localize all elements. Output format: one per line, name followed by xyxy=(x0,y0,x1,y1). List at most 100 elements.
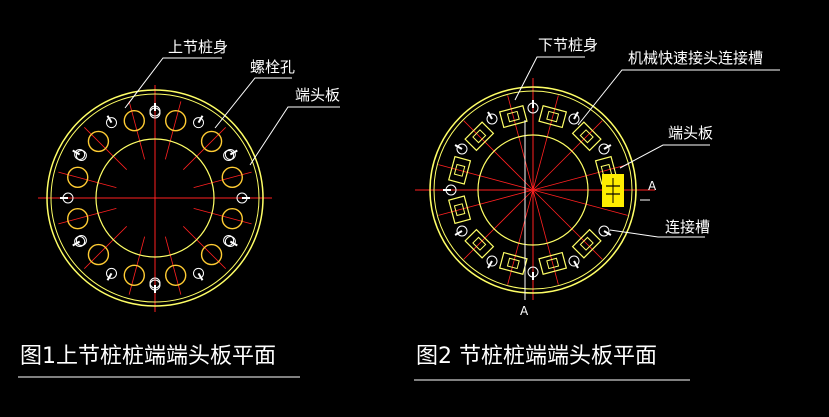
connect-slot xyxy=(464,228,495,259)
connect-slot-outline xyxy=(571,121,602,152)
connect-slot xyxy=(538,251,568,275)
caption-figure2: 图2 节桩桩端端头板平面 xyxy=(416,344,657,369)
connect-slot-inner xyxy=(472,129,487,144)
connect-slot-outline xyxy=(448,195,472,225)
bolt-hole xyxy=(87,243,110,266)
keyhole-slot xyxy=(573,260,579,269)
radial-centerline xyxy=(532,95,559,191)
connect-slot-outline xyxy=(448,155,472,185)
keyhole xyxy=(456,225,468,237)
connect-slot xyxy=(538,105,568,129)
bolt-hole xyxy=(200,243,223,266)
bolt-hole xyxy=(67,166,89,188)
connect-slot xyxy=(464,121,495,152)
keyhole xyxy=(568,255,580,267)
keyhole xyxy=(486,113,498,125)
bolt-hole xyxy=(123,110,145,132)
keyhole-slot xyxy=(229,240,238,247)
keyhole-slot xyxy=(72,149,81,156)
leader-end-plate-1 xyxy=(249,106,340,166)
figure1-end-plate-outline xyxy=(50,93,260,303)
section-mark-right: A xyxy=(648,179,657,193)
keyhole xyxy=(224,149,236,160)
label-connect-slot: 连接槽 xyxy=(665,218,710,236)
connect-slot xyxy=(571,228,602,259)
leader-lower-pile-body xyxy=(514,56,585,101)
keyhole xyxy=(74,236,86,247)
radial-centerline xyxy=(532,120,603,191)
connect-slot xyxy=(448,155,472,185)
bolt-hole xyxy=(123,264,145,286)
radial-centerline xyxy=(532,189,603,260)
keyhole-slot xyxy=(603,144,612,150)
bolt-hole xyxy=(200,130,223,153)
bolt-hole xyxy=(165,264,187,286)
keyhole-slot xyxy=(487,111,493,120)
keyhole xyxy=(106,267,117,279)
keyhole xyxy=(223,235,235,246)
keyhole xyxy=(456,143,468,155)
connect-slot-inner xyxy=(506,257,520,270)
keyhole xyxy=(598,143,610,155)
keyhole xyxy=(224,236,236,247)
figure2-end-plate-outline xyxy=(433,90,633,290)
keyhole xyxy=(598,225,610,237)
keyhole xyxy=(75,235,87,246)
label-lower-pile-body: 下节桩身 xyxy=(538,36,598,54)
keyhole-slot xyxy=(573,111,579,120)
label-bolt-hole: 螺栓孔 xyxy=(250,58,295,76)
bolt-hole xyxy=(221,166,243,188)
connect-slot-outline xyxy=(538,251,568,275)
figure2-centerlines xyxy=(415,78,655,300)
caption-figure1: 图1上节桩桩端端头板平面 xyxy=(20,344,276,369)
keyhole-slot xyxy=(454,230,463,236)
figure1-bolt-holes xyxy=(67,110,243,286)
keyhole-slot xyxy=(229,149,238,156)
radial-centerline xyxy=(532,189,628,216)
connect-slot-outline xyxy=(464,121,495,152)
connect-slot-outline xyxy=(538,105,568,129)
label-end-plate-1: 端头板 xyxy=(295,86,340,104)
keyhole xyxy=(486,255,498,267)
section-mark-bottom: A xyxy=(520,304,529,318)
figure1-keyholes xyxy=(60,103,250,293)
connect-slot-inner xyxy=(453,163,466,177)
radial-centerline xyxy=(438,189,534,216)
radial-centerline xyxy=(507,189,534,285)
connect-slot-inner xyxy=(546,257,560,270)
bolt-hole xyxy=(87,130,110,153)
figure1: 上节桩身 螺栓孔 端头板 图1上节桩桩端端头板平面 xyxy=(18,38,340,378)
connect-slot-outline xyxy=(498,105,528,129)
figure2: A A 下节桩身 机械快速接头连接槽 端头板 连接槽 图2 节桩桩端端头板平面 xyxy=(414,36,780,381)
keyhole-slot xyxy=(106,272,113,281)
keyhole-slot xyxy=(197,115,204,124)
connect-slot-inner xyxy=(579,236,594,251)
radial-centerline xyxy=(463,120,534,191)
keyhole-slot xyxy=(603,230,612,236)
figure2-outer-ring xyxy=(429,86,637,294)
radial-centerline xyxy=(532,189,559,285)
bolt-hole xyxy=(221,208,243,230)
connect-slot xyxy=(498,105,528,129)
bolt-hole xyxy=(67,208,89,230)
keyhole xyxy=(193,117,204,129)
radial-centerline xyxy=(438,164,534,191)
keyhole-slot xyxy=(454,144,463,150)
radial-centerline xyxy=(507,95,534,191)
leader-upper-pile-body xyxy=(124,57,222,109)
connect-slot xyxy=(448,195,472,225)
leader-end-plate-2 xyxy=(619,144,710,169)
keyhole-slot xyxy=(487,260,493,269)
connect-slot-inner xyxy=(472,236,487,251)
leader-bolt-hole xyxy=(214,77,292,129)
keyhole-slot xyxy=(72,240,81,247)
keyhole xyxy=(106,117,117,129)
connect-slot xyxy=(571,121,602,152)
keyhole xyxy=(74,149,86,160)
figure1-outer-ring xyxy=(46,89,264,307)
connect-slot-inner xyxy=(453,203,466,217)
connect-slot-inner xyxy=(506,110,520,123)
leader-connect-slot xyxy=(609,229,705,238)
connect-slot-outline xyxy=(464,228,495,259)
